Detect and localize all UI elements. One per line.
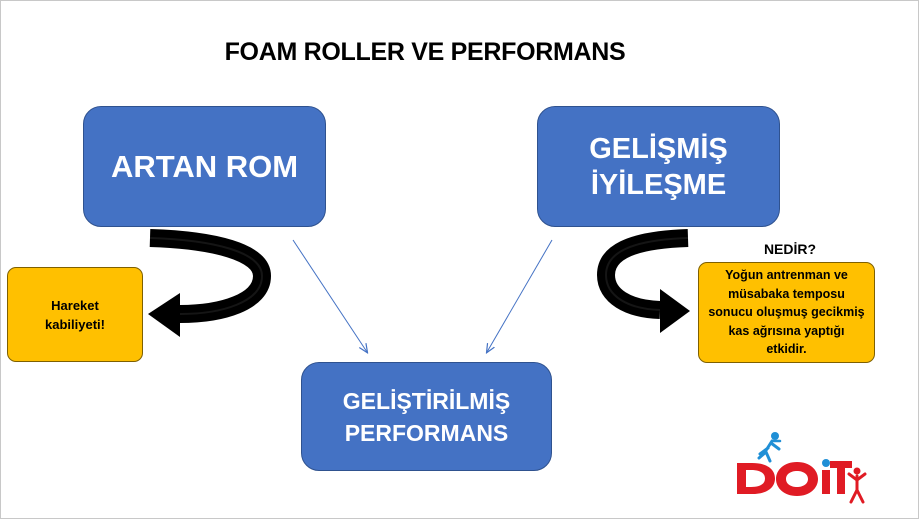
hareket-callout: Hareket kabiliyeti! bbox=[7, 267, 143, 362]
connector-arrow-right bbox=[487, 239, 553, 352]
curved-arrow-right bbox=[596, 229, 690, 333]
doms-callout: Yoğun antrenman ve müsabaka temposu sonu… bbox=[698, 262, 875, 363]
gelistirilmis-performans-box: GELİŞTİRİLMİŞ PERFORMANS bbox=[301, 362, 552, 471]
nedir-label: NEDİR? bbox=[763, 241, 817, 257]
artan-rom-label: ARTAN ROM bbox=[110, 148, 299, 184]
doit-logo bbox=[737, 432, 867, 504]
hareket-callout-text: Hareket kabiliyeti! bbox=[45, 297, 105, 332]
runner-figure-icon bbox=[757, 432, 782, 463]
gelismis-iyilesme-label: GELİŞMİŞ İYİLEŞME bbox=[589, 132, 728, 201]
curved-arrow-left bbox=[148, 229, 272, 337]
gelistirilmis-performans-label: GELİŞTİRİLMİŞ PERFORMANS bbox=[342, 387, 511, 446]
gelismis-iyilesme-box: GELİŞMİŞ İYİLEŞME bbox=[537, 106, 780, 227]
doms-callout-text: Yoğun antrenman ve müsabaka temposu sonu… bbox=[708, 268, 865, 357]
slide-title: FOAM ROLLER VE PERFORMANS bbox=[224, 38, 626, 66]
connector-arrow-left bbox=[292, 239, 367, 352]
artan-rom-box: ARTAN ROM bbox=[83, 106, 326, 227]
jumper-figure-icon bbox=[847, 467, 867, 504]
